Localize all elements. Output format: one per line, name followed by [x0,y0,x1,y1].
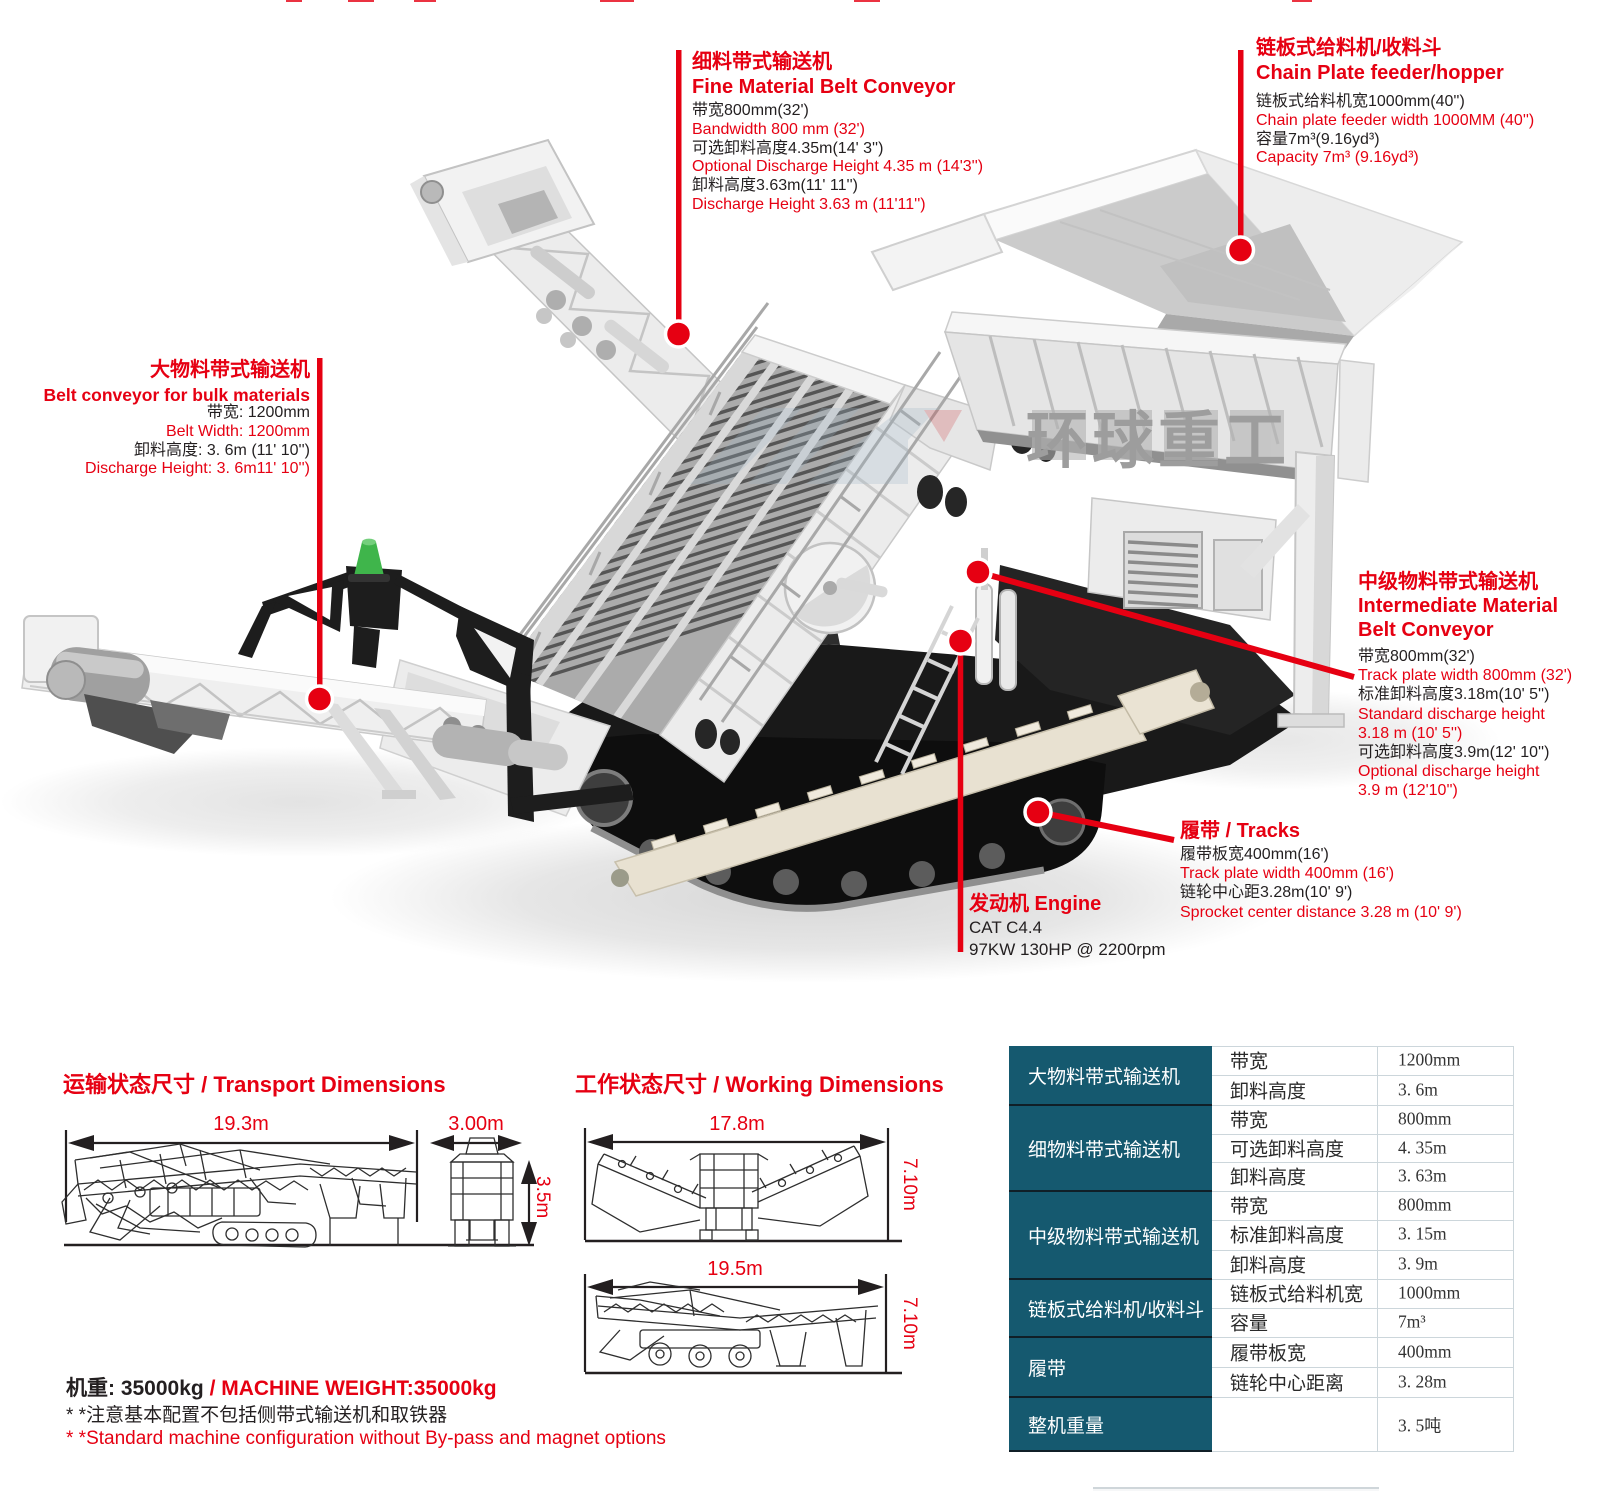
svg-text:环球重工: 环球重工 [1026,407,1290,476]
